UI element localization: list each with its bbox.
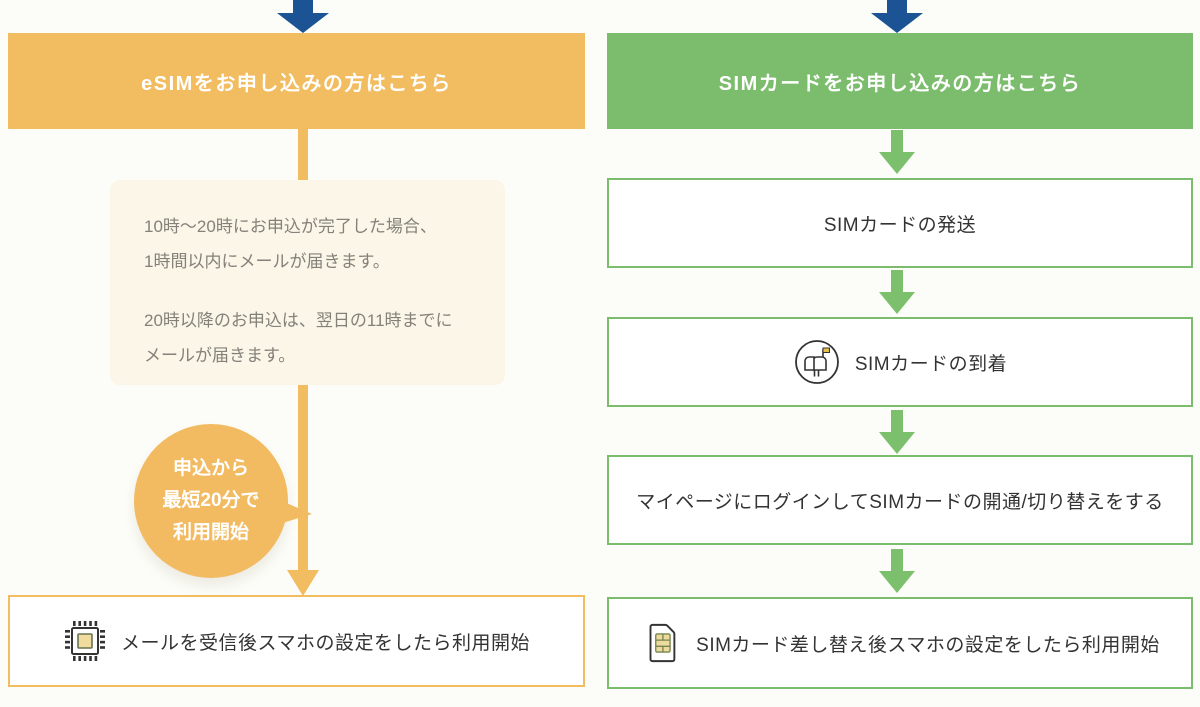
flow-arrow-down-icon — [879, 549, 915, 593]
esim-flow-header[interactable]: eSIMをお申し込みの方はこちら — [8, 33, 585, 129]
step-label: SIMカードの発送 — [823, 214, 977, 236]
sim-step-activation: マイページにログインしてSIMカードの開通/切り替えをする — [607, 455, 1193, 545]
esim-delivery-note: 10時〜20時にお申込が完了した場合、 1時間以内にメールが届きます。 20時以… — [110, 180, 505, 385]
note-line: 1時間以内にメールが届きます。 — [144, 251, 390, 271]
note-line: 10時〜20時にお申込が完了した場合、 — [144, 217, 437, 236]
step-label: SIMカード差し替え後スマホの設定をしたら利用開始 — [696, 634, 1160, 656]
step-label: SIMカードの到着 — [854, 353, 1008, 375]
mailbox-icon — [793, 338, 841, 386]
flow-arrow-down-icon — [879, 270, 915, 314]
step-label: メールを受信後スマホの設定をしたら利用開始 — [121, 632, 530, 654]
flow-arrow-down-icon — [879, 410, 915, 454]
quick-start-badge: 申込から 最短20分で 利用開始 — [134, 424, 288, 578]
down-arrow-icon — [277, 0, 329, 33]
bubble-line: 申込から — [172, 457, 249, 479]
sim-flow-header[interactable]: SIMカードをお申し込みの方はこちら — [607, 33, 1193, 129]
down-arrow-icon — [871, 0, 923, 33]
bubble-tail-icon — [266, 496, 312, 528]
bubble-line: 利用開始 — [172, 522, 249, 544]
note-line: 20時以降のお申込は、翌日の11時までに — [144, 310, 453, 330]
sim-step-arrival: SIMカードの到着 — [607, 317, 1193, 407]
sim-step-shipping: SIMカードの発送 — [607, 178, 1193, 268]
step-label: マイページにログインしてSIMカードの開通/切り替えをする — [636, 491, 1164, 513]
sim-final-step: SIMカード差し替え後スマホの設定をしたら利用開始 — [607, 597, 1193, 689]
flow-arrow-down-icon — [879, 130, 915, 174]
esim-chip-icon — [63, 619, 107, 663]
bubble-line: 最短20分で — [162, 489, 260, 511]
esim-final-step: メールを受信後スマホの設定をしたら利用開始 — [8, 595, 585, 687]
sim-card-icon — [640, 620, 682, 666]
note-line: メールが届きます。 — [144, 345, 296, 365]
